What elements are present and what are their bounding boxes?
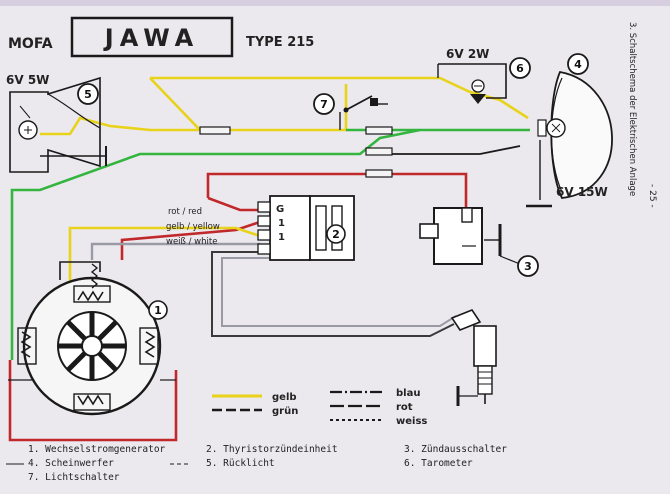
svg-text:5: 5 bbox=[84, 88, 92, 101]
callout-7: 7 bbox=[313, 93, 335, 115]
component-6: 6. Tarometer bbox=[404, 458, 473, 469]
legend-label-gelb: gelb bbox=[272, 392, 297, 403]
tarometer-lamp: 6V 2W bbox=[437, 47, 507, 104]
rear-lamp: 6V 5W bbox=[6, 73, 107, 173]
svg-text:1: 1 bbox=[154, 304, 162, 317]
connector-1 bbox=[199, 126, 231, 135]
callout-5: 5 bbox=[77, 83, 99, 105]
spark-plug bbox=[450, 309, 497, 406]
svg-text:7: 7 bbox=[320, 98, 328, 111]
head-lamp: 6V 15W bbox=[526, 70, 613, 208]
legend: gelb grün blau rot weiss bbox=[212, 388, 427, 427]
component-1: 1. Wechselstromgenerator bbox=[28, 444, 166, 455]
svg-text:3: 3 bbox=[524, 260, 532, 273]
component-2: 2. Thyristorzündeinheit bbox=[206, 444, 338, 455]
legend-label-weiss: weiss bbox=[396, 416, 427, 427]
tarometer-rating: 6V 2W bbox=[446, 47, 489, 61]
brand-title: JAWA bbox=[103, 24, 199, 52]
component-3: 3. Zündausschalter bbox=[404, 444, 507, 455]
component-4: 4. Scheinwerfer bbox=[28, 458, 114, 469]
callout-6: 6 bbox=[509, 57, 531, 79]
page-number: - 25 - bbox=[647, 184, 657, 208]
generator bbox=[8, 263, 176, 416]
thyristor-unit: G 1 1 bbox=[257, 195, 355, 261]
green-wire bbox=[10, 128, 530, 360]
svg-text:2: 2 bbox=[332, 228, 340, 241]
side-caption: 3. Schaltschema der Elektrischen Anlage bbox=[627, 22, 637, 196]
white-wire bbox=[90, 242, 260, 260]
component-list: 1. Wechselstromgenerator 2. Thyristorzün… bbox=[6, 444, 507, 483]
component-7: 7. Lichtschalter bbox=[28, 472, 120, 483]
label-white: weiß / white bbox=[166, 237, 217, 247]
pin-1a: 1 bbox=[278, 218, 285, 229]
callout-1: 1 bbox=[148, 300, 168, 320]
label-yellow: gelb / yellow bbox=[166, 222, 220, 232]
mofa-label: MOFA bbox=[8, 36, 53, 52]
top-edge bbox=[0, 0, 670, 6]
legend-label-blau: blau bbox=[396, 388, 420, 399]
component-5: 5. Rücklicht bbox=[206, 458, 275, 469]
callout-2: 2 bbox=[326, 224, 346, 244]
callout-4: 4 bbox=[567, 53, 589, 75]
connector-2 bbox=[365, 126, 393, 135]
red-wire-gen-left bbox=[120, 220, 261, 260]
yellow-wire-diagonal bbox=[150, 76, 529, 120]
connector-4 bbox=[365, 169, 393, 178]
legend-label-rot: rot bbox=[396, 402, 413, 413]
pin-g: G bbox=[276, 204, 284, 215]
red-wire-unit bbox=[207, 196, 260, 212]
black-wire-gen bbox=[59, 261, 101, 280]
label-red: rot / red bbox=[168, 207, 202, 217]
brand-box bbox=[70, 16, 234, 58]
head-lamp-rating: 6V 15W bbox=[556, 185, 608, 199]
light-switch bbox=[339, 95, 388, 130]
pin-1b: 1 bbox=[278, 232, 285, 243]
callout-3: 3 bbox=[499, 255, 539, 277]
red-wire-gen-bottom bbox=[8, 360, 178, 442]
legend-label-gruen: grün bbox=[272, 406, 298, 417]
hv-wire-1 bbox=[211, 251, 455, 337]
ignition-switch bbox=[419, 207, 502, 265]
svg-text:6: 6 bbox=[516, 62, 524, 75]
hv-wire-2 bbox=[221, 257, 457, 327]
black-wire-flat bbox=[390, 145, 521, 155]
connector-3 bbox=[365, 147, 393, 156]
yellow-wire-switch bbox=[149, 77, 201, 131]
svg-text:4: 4 bbox=[574, 58, 582, 71]
type-label: TYPE 215 bbox=[246, 35, 314, 50]
yellow-wire-unit bbox=[68, 226, 261, 290]
rear-lamp-rating: 6V 5W bbox=[6, 73, 49, 87]
